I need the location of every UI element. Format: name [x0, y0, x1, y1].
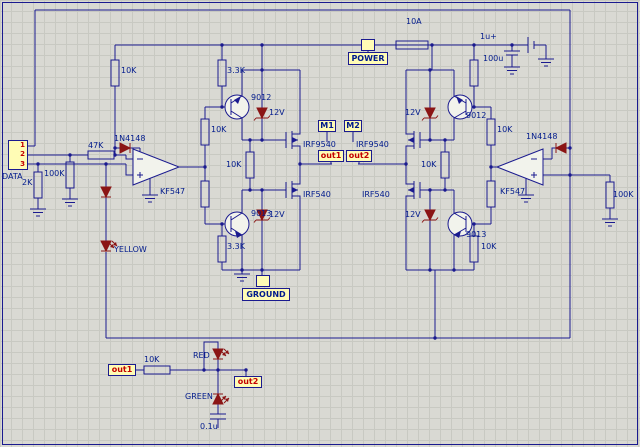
diode-1n4148-right[interactable] — [555, 142, 567, 154]
label-r-100k-left: 100K — [44, 169, 65, 178]
label-led-yellow: YELLOW — [114, 245, 147, 254]
label-r-3k3-bottom-left: 3.3K — [227, 242, 245, 251]
label-r-2k: 2K — [22, 178, 33, 187]
ground-port-pin[interactable] — [256, 275, 270, 287]
label-led-red: RED — [193, 351, 210, 360]
label-r-10k-gate-left: 10K — [226, 160, 242, 169]
label-q-9013-right: 9013 — [466, 230, 487, 239]
label-zener-top-left: 12V — [269, 108, 285, 117]
mosfet-irf9540-right[interactable] — [405, 124, 421, 156]
resistor-10k-pullup-left[interactable] — [110, 59, 120, 87]
transistor-9012-left[interactable] — [224, 94, 250, 120]
label-r-100k-right: 100K — [613, 190, 634, 199]
label-led-green: GREEN — [185, 392, 213, 401]
opamp-kf547-left[interactable] — [132, 148, 181, 186]
label-r-10k-led: 10K — [144, 355, 160, 364]
label-zener-bottom-left: 12V — [269, 210, 285, 219]
label-fuse-rating: 10A — [406, 17, 422, 26]
connector-pin-1: 1 — [20, 141, 25, 150]
resistor-10k-drive-top-right[interactable] — [486, 118, 496, 146]
resistor-10k-drive-bottom-right[interactable] — [486, 180, 496, 208]
label-r-10k-gate-right: 10K — [421, 160, 437, 169]
power-port-pin[interactable] — [361, 39, 375, 51]
diode-1n4148-left[interactable] — [119, 142, 131, 154]
label-fet-irf9540-right: IRF9540 — [356, 140, 389, 149]
diode-series-left[interactable] — [100, 186, 112, 198]
connector-pin-2: 2 — [20, 150, 25, 159]
battery-and-cap-symbol[interactable] — [504, 37, 535, 56]
data-connector[interactable]: 1 2 3 — [8, 140, 28, 170]
zener-12v-top-right[interactable] — [421, 107, 439, 121]
label-q-9012-right: 9012 — [466, 111, 487, 120]
resistor-2k-pulldown[interactable] — [33, 171, 43, 199]
zener-12v-top-left[interactable] — [253, 107, 271, 121]
wire-network[interactable] — [28, 9, 611, 428]
net-label-out1-mid[interactable]: out1 — [318, 150, 344, 162]
ground-port[interactable]: GROUND — [242, 288, 290, 301]
label-r-47k: 47K — [88, 141, 104, 150]
net-label-out2-bottom[interactable]: out2 — [234, 376, 262, 388]
zener-12v-bottom-right[interactable] — [421, 209, 439, 223]
net-label-m2[interactable]: M2 — [344, 120, 362, 132]
fuse-symbol[interactable] — [395, 40, 429, 50]
label-cap-plus: 1u+ — [480, 32, 497, 41]
resistor-symbols[interactable] — [33, 59, 615, 375]
label-fet-irf540-left: IRF540 — [303, 190, 331, 199]
transistor-9013-left[interactable] — [224, 211, 250, 238]
label-opamp-left: KF547 — [160, 187, 186, 196]
led-green[interactable] — [212, 393, 230, 405]
label-zener-bottom-right: 12V — [405, 210, 421, 219]
label-q-9013-left: 9013 — [251, 209, 272, 218]
resistor-10k-gate-left[interactable] — [245, 151, 255, 179]
led-red[interactable] — [212, 348, 230, 360]
label-data-connector: DATA — [2, 172, 23, 181]
transistor-9013-right[interactable] — [447, 211, 473, 238]
label-fet-irf540-right: IRF540 — [362, 190, 390, 199]
transistor-9012-right[interactable] — [447, 94, 473, 120]
label-zener-top-right: 12V — [405, 108, 421, 117]
net-label-out1-bottom[interactable]: out1 — [108, 364, 136, 376]
mosfet-irf540-right[interactable] — [405, 172, 421, 208]
mosfet-irf9540-left[interactable] — [285, 124, 301, 156]
label-r-3k3-top-left: 3.3K — [227, 66, 245, 75]
power-port[interactable]: POWER — [348, 52, 388, 65]
label-q-9012-left: 9012 — [251, 93, 272, 102]
net-label-m1[interactable]: M1 — [318, 120, 336, 132]
connector-pin-3: 3 — [20, 159, 25, 168]
label-cap-bulk: 100u — [483, 54, 504, 63]
junction-dots — [36, 43, 572, 372]
resistor-10k-led-series[interactable] — [143, 365, 171, 375]
label-r-10k-pulldown-right: 10K — [481, 242, 497, 251]
label-d-1n4148-right: 1N4148 — [526, 132, 558, 141]
label-r-10k-drive-right: 10K — [497, 125, 513, 134]
resistor-47k-series[interactable] — [87, 150, 115, 160]
label-r-10k-pullup-left: 10K — [121, 66, 137, 75]
resistor-3k3-bottom-left[interactable] — [217, 235, 227, 263]
mosfet-irf540-left[interactable] — [285, 172, 301, 208]
resistor-pullup-right[interactable] — [469, 59, 479, 87]
resistor-3k3-top-left[interactable] — [217, 59, 227, 87]
net-label-out2-mid[interactable]: out2 — [346, 150, 372, 162]
resistor-100k-bias-left[interactable] — [65, 161, 75, 189]
label-r-10k-drive-left: 10K — [211, 125, 227, 134]
resistor-10k-drive-bottom-left[interactable] — [200, 180, 210, 208]
opamp-kf547-right[interactable] — [495, 148, 544, 186]
resistor-10k-gate-right[interactable] — [440, 151, 450, 179]
label-opamp-right: KF547 — [500, 187, 526, 196]
resistor-10k-drive-top-left[interactable] — [200, 118, 210, 146]
label-d-1n4148-left: 1N4148 — [114, 134, 146, 143]
label-fet-irf9540-left: IRF9540 — [303, 140, 336, 149]
resistor-10k-pulldown-right[interactable] — [469, 235, 479, 263]
label-cap-filter: 0.1u — [200, 422, 218, 431]
